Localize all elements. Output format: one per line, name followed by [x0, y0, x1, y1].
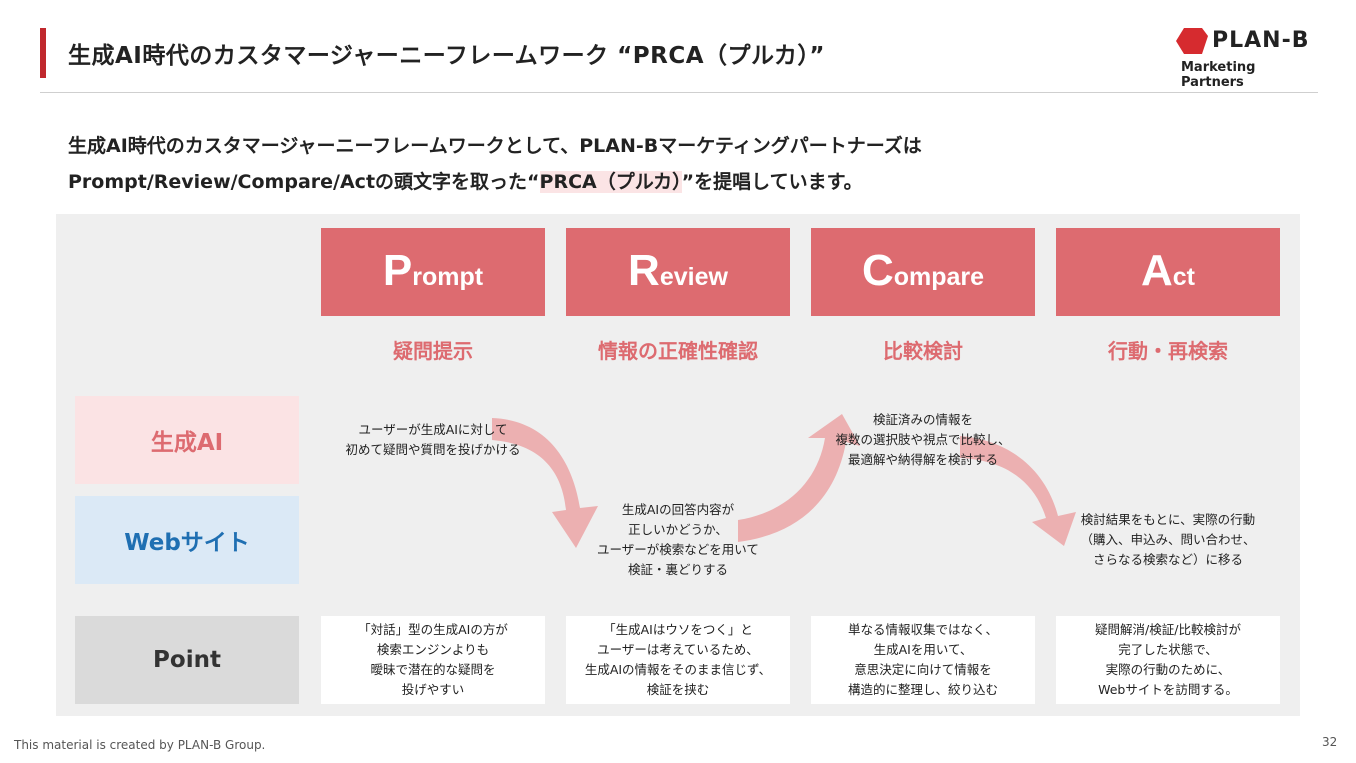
point-box-compare: 単なる情報収集ではなく、 生成AIを用いて、 意思決定に向けて情報を 構造的に整…: [811, 616, 1035, 704]
intro-text: 生成AI時代のカスタマージャーニーフレームワークとして、PLAN-Bマーケティン…: [68, 128, 922, 200]
point-line: 意思決定に向けて情報を: [854, 662, 992, 677]
stage-prompt-subtitle: 疑問提示: [393, 339, 473, 363]
stage-act-initial: A: [1140, 246, 1173, 295]
flow-text-compare-line: 複数の選択肢や視点で比較し、: [835, 432, 1011, 447]
arrow-prompt-to-review: [492, 418, 598, 548]
stage-compare: Compare: [811, 228, 1035, 316]
point-line: 構造的に整理し、絞り込む: [847, 682, 998, 697]
flow-text-review: 生成AIの回答内容が 正しいかどうか、 ユーザーが検索などを用いて 検証・裏どり…: [566, 500, 790, 580]
flow-text-prompt-line: ユーザーが生成AIに対して: [358, 422, 508, 437]
stage-compare-rest: ompare: [893, 263, 985, 291]
page-title: 生成AI時代のカスタマージャーニーフレームワーク “PRCA（プルカ）”: [68, 43, 825, 69]
stage-act: Act: [1056, 228, 1280, 316]
page-number: 32: [1322, 735, 1338, 749]
stage-review-initial: R: [628, 246, 660, 295]
point-line: 検索エンジンよりも: [376, 642, 490, 657]
stage-act-rest: ct: [1172, 263, 1195, 291]
intro-highlight: PRCA（プルカ）: [539, 171, 682, 193]
logo-mark-icon: [1176, 28, 1208, 54]
flow-text-review-line: 生成AIの回答内容が: [621, 502, 735, 517]
point-line: 生成AIを用いて、: [873, 642, 973, 657]
intro-line-1: 生成AI時代のカスタマージャーニーフレームワークとして、PLAN-Bマーケティン…: [68, 135, 922, 157]
intro-line-2: Prompt/Review/Compare/Actの頭文字を取った“PRCA（プ…: [68, 164, 922, 200]
title-accent-bar: [40, 28, 46, 78]
plan-b-logo: PLAN-B Marketing Partners: [1172, 28, 1322, 90]
footer-credit: This material is created by PLAN-B Group…: [14, 738, 266, 752]
point-line: 単なる情報収集ではなく、: [847, 622, 998, 637]
flow-text-review-line: 正しいかどうか、: [628, 522, 728, 537]
stage-act-subtitle: 行動・再検索: [1108, 339, 1228, 363]
arrow-review-to-compare: [738, 414, 860, 542]
stage-review: Review: [566, 228, 790, 316]
arrow-compare-to-act: [960, 436, 1076, 546]
logo-name: PLAN-B: [1212, 28, 1310, 53]
intro-line-2-post: ”を提唱しています。: [681, 171, 863, 193]
point-line: 「生成AIはウソをつく」と: [603, 622, 753, 637]
point-line: 疑問解消/検証/比較検討が: [1095, 622, 1241, 637]
flow-text-compare-line: 最適解や納得解を検討する: [847, 452, 998, 467]
stage-prompt-initial: P: [382, 246, 413, 295]
point-line: 曖昧で潜在的な疑問を: [370, 662, 496, 677]
flow-text-act-line: 検討結果をもとに、実際の行動: [1080, 512, 1256, 527]
flow-text-prompt: ユーザーが生成AIに対して 初めて疑問や質問を投げかける: [326, 420, 540, 460]
flow-text-prompt-line: 初めて疑問や質問を投げかける: [345, 442, 521, 457]
point-line: ユーザーは考えているため、: [597, 642, 759, 657]
header-divider: [40, 92, 1318, 93]
flow-text-act: 検討結果をもとに、実際の行動 （購入、申込み、問い合わせ、 さらなる検索など）に…: [1056, 510, 1280, 570]
flow-text-compare: 検証済みの情報を 複数の選択肢や視点で比較し、 最適解や納得解を検討する: [811, 410, 1035, 470]
flow-text-act-line: （購入、申込み、問い合わせ、: [1080, 532, 1256, 547]
stage-review-subtitle: 情報の正確性確認: [598, 339, 758, 363]
flow-text-review-line: 検証・裏どりする: [627, 562, 728, 577]
point-line: 検証を挟む: [646, 682, 710, 697]
point-line: 完了した状態で、: [1118, 642, 1218, 657]
row-label-point: Point: [75, 616, 299, 704]
flow-text-compare-line: 検証済みの情報を: [872, 412, 973, 427]
point-line: 「対話」型の生成AIの方が: [358, 622, 508, 637]
stage-compare-initial: C: [861, 246, 894, 295]
point-box-review: 「生成AIはウソをつく」と ユーザーは考えているため、 生成AIの情報をそのまま…: [566, 616, 790, 704]
stage-prompt: Prompt: [321, 228, 545, 316]
point-line: 実際の行動のために、: [1105, 662, 1231, 677]
point-box-act: 疑問解消/検証/比較検討が 完了した状態で、 実際の行動のために、 Webサイト…: [1056, 616, 1280, 704]
flow-text-act-line: さらなる検索など）に移る: [1092, 552, 1243, 567]
point-box-prompt: 「対話」型の生成AIの方が 検索エンジンよりも 曖昧で潜在的な疑問を 投げやすい: [321, 616, 545, 704]
stage-compare-subtitle: 比較検討: [883, 339, 963, 363]
stage-prompt-rest: rompt: [412, 263, 484, 291]
row-label-ai: 生成AI: [75, 396, 299, 484]
point-line: 生成AIの情報をそのまま信じず、: [584, 662, 772, 677]
intro-line-2-pre: Prompt/Review/Compare/Actの頭文字を取った“: [68, 171, 540, 193]
logo-subtitle: Marketing Partners: [1181, 60, 1256, 90]
point-line: 投げやすい: [401, 682, 465, 697]
point-line: Webサイトを訪問する。: [1098, 682, 1238, 697]
stage-review-rest: eview: [659, 263, 728, 291]
row-label-website: Webサイト: [75, 496, 299, 584]
flow-text-review-line: ユーザーが検索などを用いて: [597, 542, 759, 557]
